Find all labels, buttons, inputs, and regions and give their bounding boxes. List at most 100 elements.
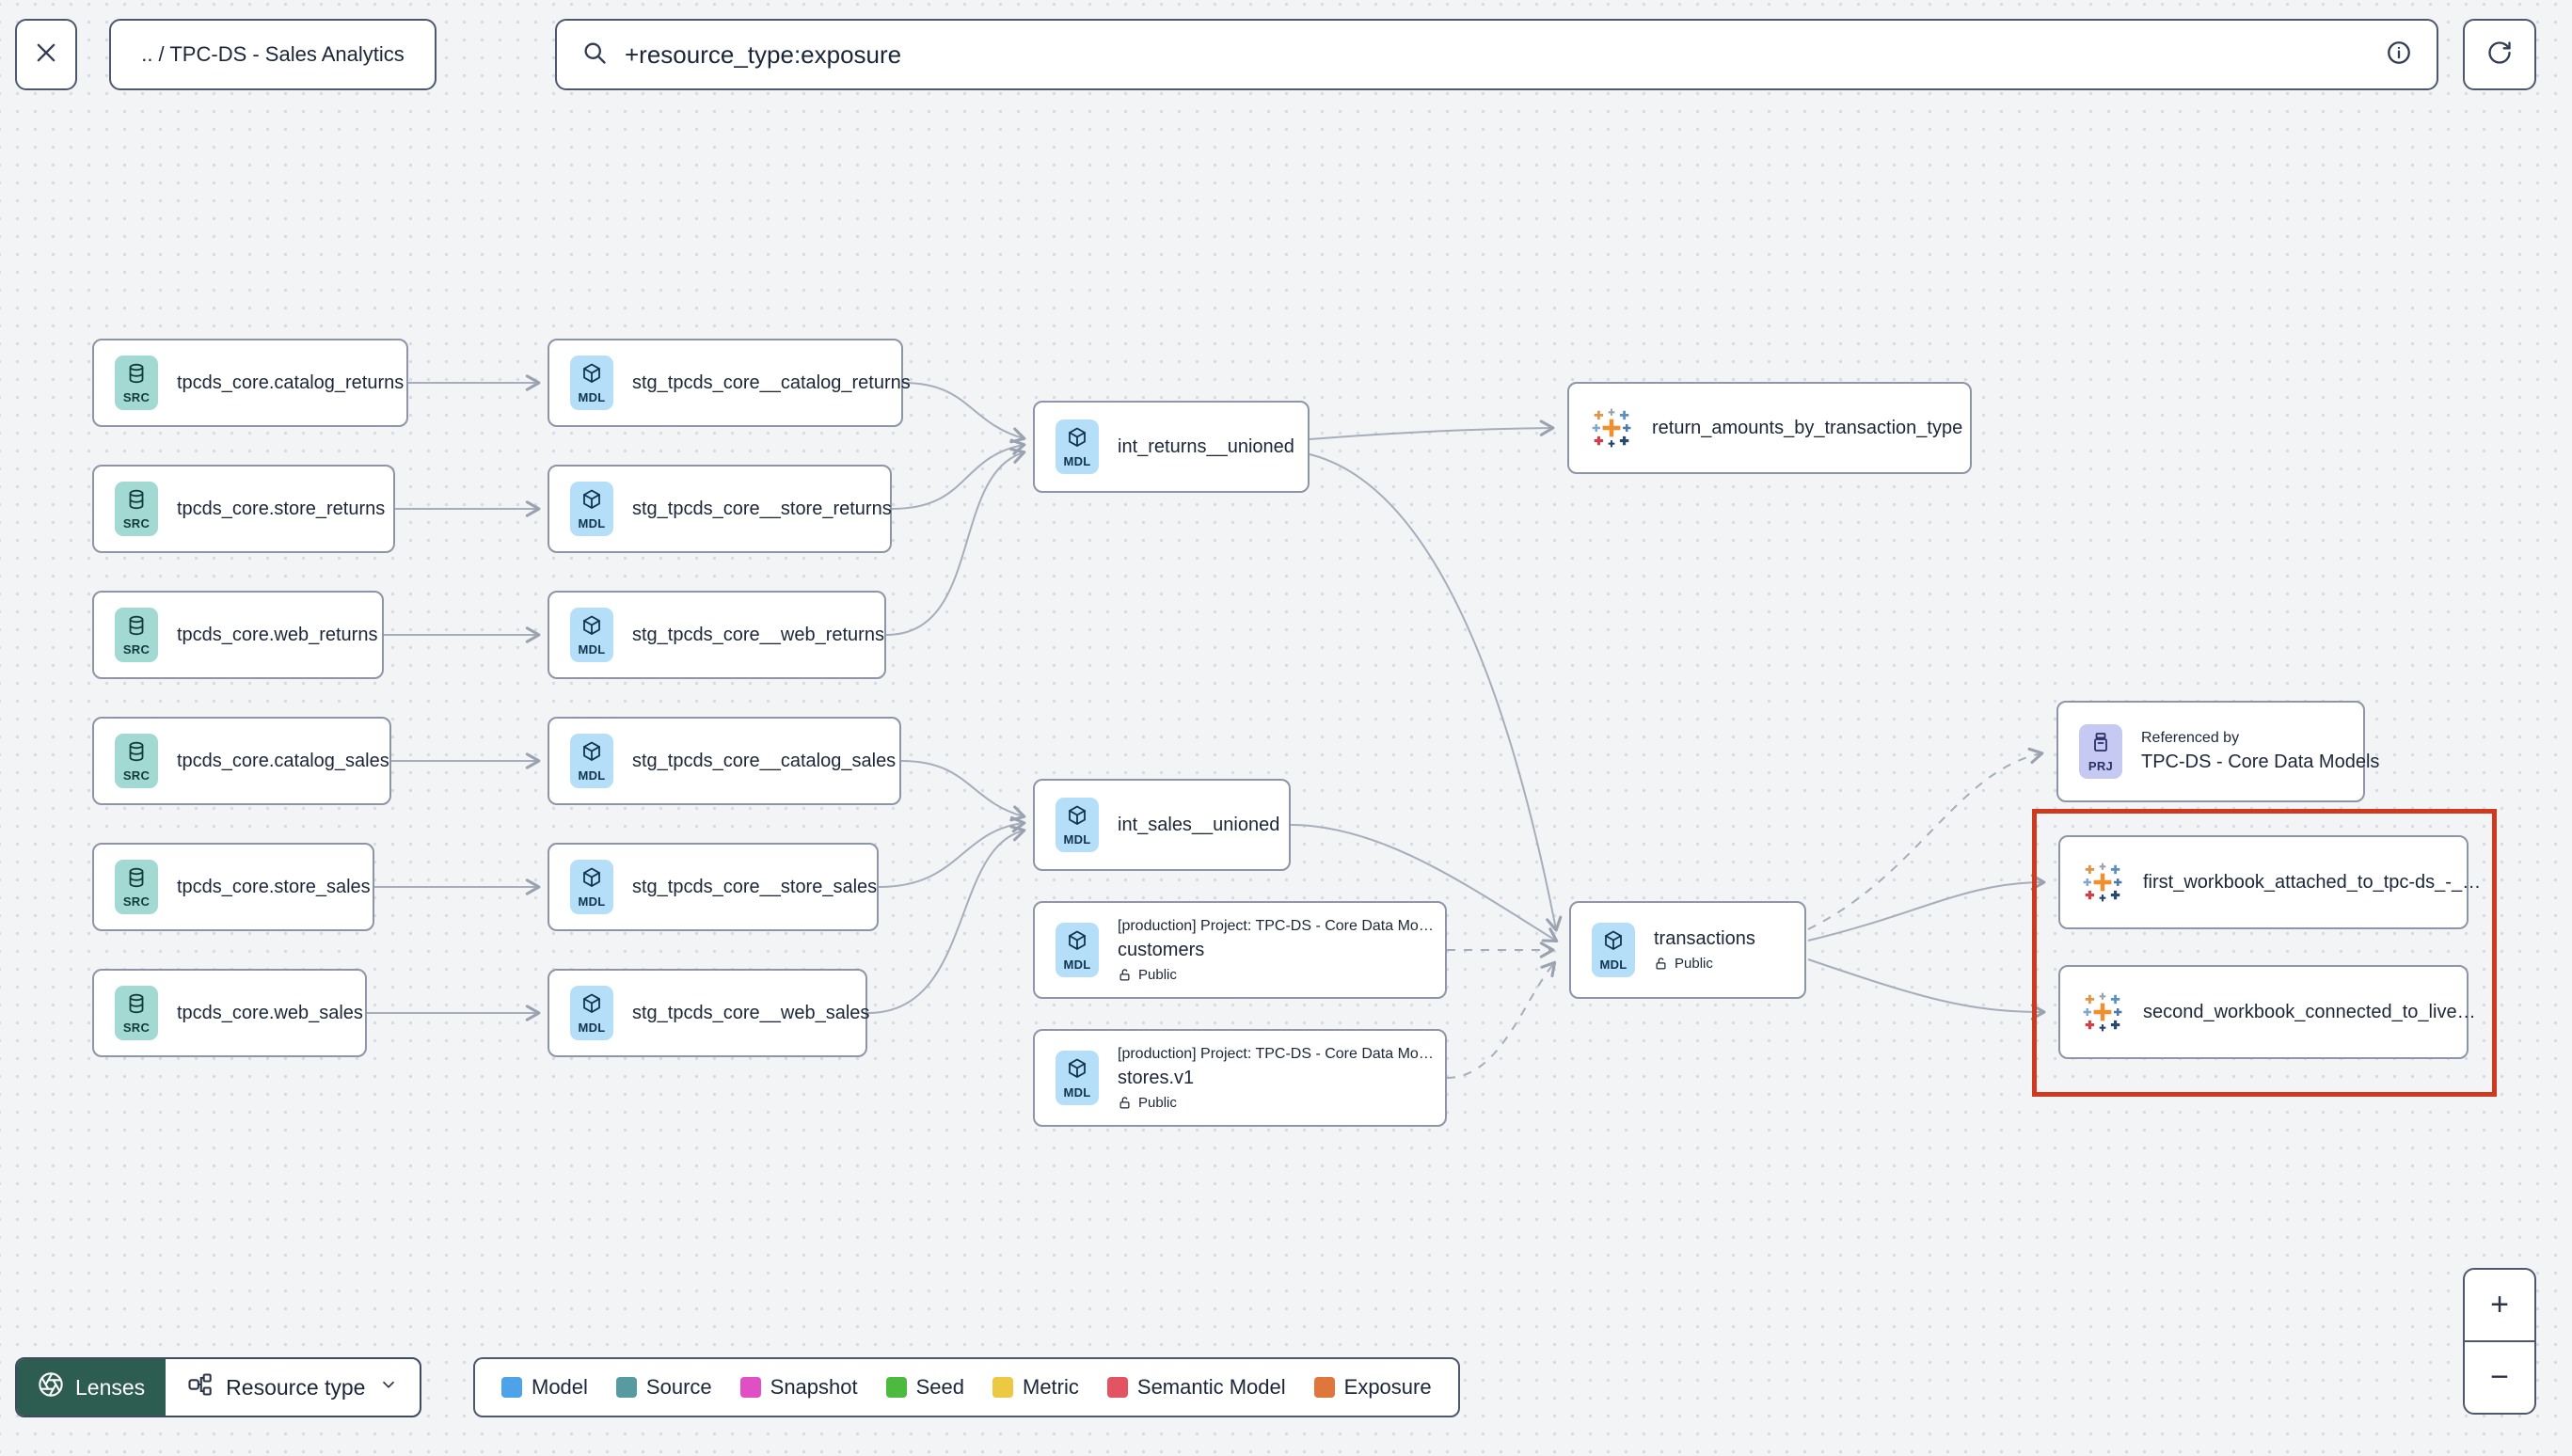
node-stg_store_returns[interactable]: MDL stg_tpcds_core__store_returns: [548, 465, 892, 553]
resource-type-icon: [186, 1371, 213, 1403]
node-label: customers: [1118, 939, 1205, 960]
badge-label: MDL: [578, 641, 606, 657]
tableau-icon: [2081, 861, 2124, 904]
model-badge: MDL: [570, 608, 613, 662]
model-badge: MDL: [1056, 923, 1099, 977]
badge-label: MDL: [1063, 831, 1091, 847]
edge-stg_store_sales-to-int_sales: [878, 815, 1026, 888]
cube-icon: [580, 362, 603, 389]
legend-color-chip: [501, 1377, 522, 1398]
cube-icon: [1066, 1057, 1088, 1084]
node-stores[interactable]: MDL[production] Project: TPC-DS - Core D…: [1033, 1029, 1447, 1127]
node-label: stg_tpcds_core__catalog_returns: [632, 372, 911, 393]
node-label: second_workbook_connected_to_live…: [2143, 1001, 2476, 1022]
badge-label: MDL: [578, 515, 606, 530]
edge-transactions-to-exp_first: [1807, 874, 2046, 942]
node-stg_catalog_returns[interactable]: MDL stg_tpcds_core__catalog_returns: [548, 339, 911, 427]
legend-label: Snapshot: [770, 1375, 858, 1399]
node-label: stg_tpcds_core__web_sales: [632, 1002, 870, 1023]
lenses-toolbar: Lenses Resource type: [15, 1357, 422, 1417]
node-project-line: [production] Project: TPC-DS - Core Data…: [1118, 917, 1434, 934]
database-icon: [125, 866, 148, 894]
zoom-in-button[interactable]: +: [2465, 1270, 2534, 1342]
node-src_web_returns[interactable]: SRC tpcds_core.web_returns: [92, 591, 384, 679]
badge-label: MDL: [1599, 957, 1627, 972]
node-text: first_workbook_attached_to_tpc-ds_-_…: [2143, 872, 2481, 894]
node-text: tpcds_core.catalog_sales: [177, 751, 389, 772]
node-label: return_amounts_by_transaction_type: [1652, 417, 1963, 438]
legend-color-chip: [1313, 1377, 1335, 1398]
node-text: tpcds_core.web_sales: [177, 1003, 363, 1024]
node-label: stg_tpcds_core__catalog_sales: [632, 750, 897, 771]
database-icon: [125, 488, 148, 515]
cube-icon: [580, 614, 603, 641]
node-text: stg_tpcds_core__store_sales: [632, 877, 877, 898]
lenses-button[interactable]: Lenses: [17, 1359, 167, 1416]
badge-label: MDL: [578, 389, 606, 404]
legend-color-chip: [992, 1377, 1013, 1398]
node-stg_store_sales[interactable]: MDL stg_tpcds_core__store_sales: [548, 843, 879, 931]
edge-stg_catalog_returns-to-int_returns: [902, 382, 1026, 444]
database-icon: [125, 740, 148, 768]
info-icon[interactable]: [2386, 40, 2412, 71]
node-exp_second[interactable]: second_workbook_connected_to_live…: [2058, 965, 2476, 1059]
badge-label: SRC: [122, 768, 151, 783]
badge-label: MDL: [578, 768, 606, 783]
edge-stg_store_returns-to-int_returns: [891, 438, 1026, 510]
breadcrumb[interactable]: .. / TPC-DS - Sales Analytics: [109, 19, 437, 90]
badge-label: PRJ: [2088, 758, 2114, 773]
source-badge: SRC: [115, 356, 158, 410]
refresh-button[interactable]: [2463, 19, 2536, 90]
node-label: stores.v1: [1118, 1067, 1195, 1088]
legend-item-semantic-model: Semantic Model: [1106, 1375, 1286, 1400]
node-src_store_sales[interactable]: SRC tpcds_core.store_sales: [92, 843, 374, 931]
close-button[interactable]: [15, 19, 77, 90]
cube-icon: [1066, 426, 1088, 453]
source-badge: SRC: [115, 608, 158, 662]
badge-label: SRC: [122, 641, 151, 657]
database-icon: [125, 992, 148, 1020]
legend-item-exposure: Exposure: [1313, 1375, 1432, 1400]
legend-color-chip: [1106, 1377, 1128, 1398]
badge-label: SRC: [122, 389, 151, 404]
database-icon: [125, 614, 148, 641]
cube-icon: [580, 740, 603, 768]
edge-int_returns-to-transactions: [1309, 453, 1563, 932]
resource-type-button[interactable]: Resource type: [166, 1359, 420, 1416]
node-src_catalog_sales[interactable]: SRC tpcds_core.catalog_sales: [92, 717, 391, 805]
access-label: Public: [1675, 956, 1713, 972]
close-icon: [33, 40, 59, 71]
badge-label: MDL: [578, 894, 606, 909]
search-icon: [581, 40, 608, 71]
node-src_catalog_returns[interactable]: SRC tpcds_core.catalog_returns: [92, 339, 408, 427]
chevron-down-icon: [378, 1374, 399, 1401]
search-input[interactable]: [623, 39, 2371, 71]
node-access: Public: [1118, 1095, 1424, 1111]
badge-label: MDL: [1063, 453, 1091, 468]
badge-label: SRC: [122, 894, 151, 909]
node-text: tpcds_core.catalog_returns: [177, 372, 404, 394]
node-exp_returns[interactable]: return_amounts_by_transaction_type: [1567, 382, 1972, 474]
search-bar[interactable]: [555, 19, 2438, 90]
node-stg_catalog_sales[interactable]: MDL stg_tpcds_core__catalog_sales: [548, 717, 901, 805]
node-text: tpcds_core.web_returns: [177, 625, 377, 646]
node-label: stg_tpcds_core__store_returns: [632, 498, 892, 519]
zoom-out-button[interactable]: −: [2490, 1359, 2509, 1395]
node-label: tpcds_core.store_sales: [177, 876, 371, 897]
node-exp_first[interactable]: first_workbook_attached_to_tpc-ds_-_…: [2058, 835, 2481, 929]
node-text: tpcds_core.store_returns: [177, 499, 385, 520]
node-customers[interactable]: MDL [production] Project: TPC-DS - Core D…: [1033, 901, 1447, 999]
edge-int_sales-to-transactions: [1290, 824, 1559, 943]
edge-stg_catalog_sales-to-int_sales: [900, 760, 1026, 822]
